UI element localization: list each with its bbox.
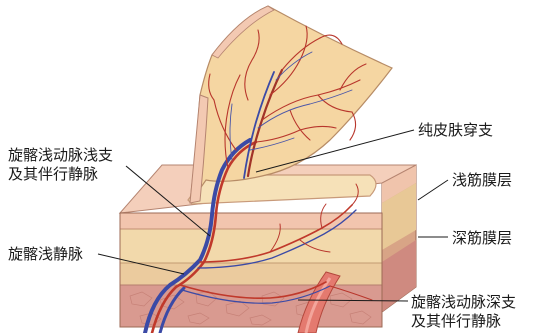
label-superficial-branch-line1: 旋髂浅动脉浅支	[8, 146, 113, 165]
label-deep-branch-line2: 及其伴行静脉	[411, 312, 516, 331]
label-deep-fascia-layer: 深筋膜层	[452, 229, 512, 248]
label-superficial-vein: 旋髂浅静脉	[8, 245, 83, 264]
leader-superficial-fascia	[418, 180, 448, 200]
label-pure-skin-perforator: 纯皮肤穿支	[418, 121, 493, 140]
label-superficial-branch-line2: 及其伴行静脉	[8, 165, 113, 184]
label-superficial-fascia-layer: 浅筋膜层	[452, 171, 512, 190]
label-deep-branch-artery: 旋髂浅动脉深支 及其伴行静脉	[411, 293, 516, 331]
label-deep-branch-line1: 旋髂浅动脉深支	[411, 293, 516, 312]
label-superficial-branch-artery: 旋髂浅动脉浅支 及其伴行静脉	[8, 146, 113, 184]
tissue-block	[120, 165, 416, 333]
front-fascia-layer	[120, 263, 382, 285]
